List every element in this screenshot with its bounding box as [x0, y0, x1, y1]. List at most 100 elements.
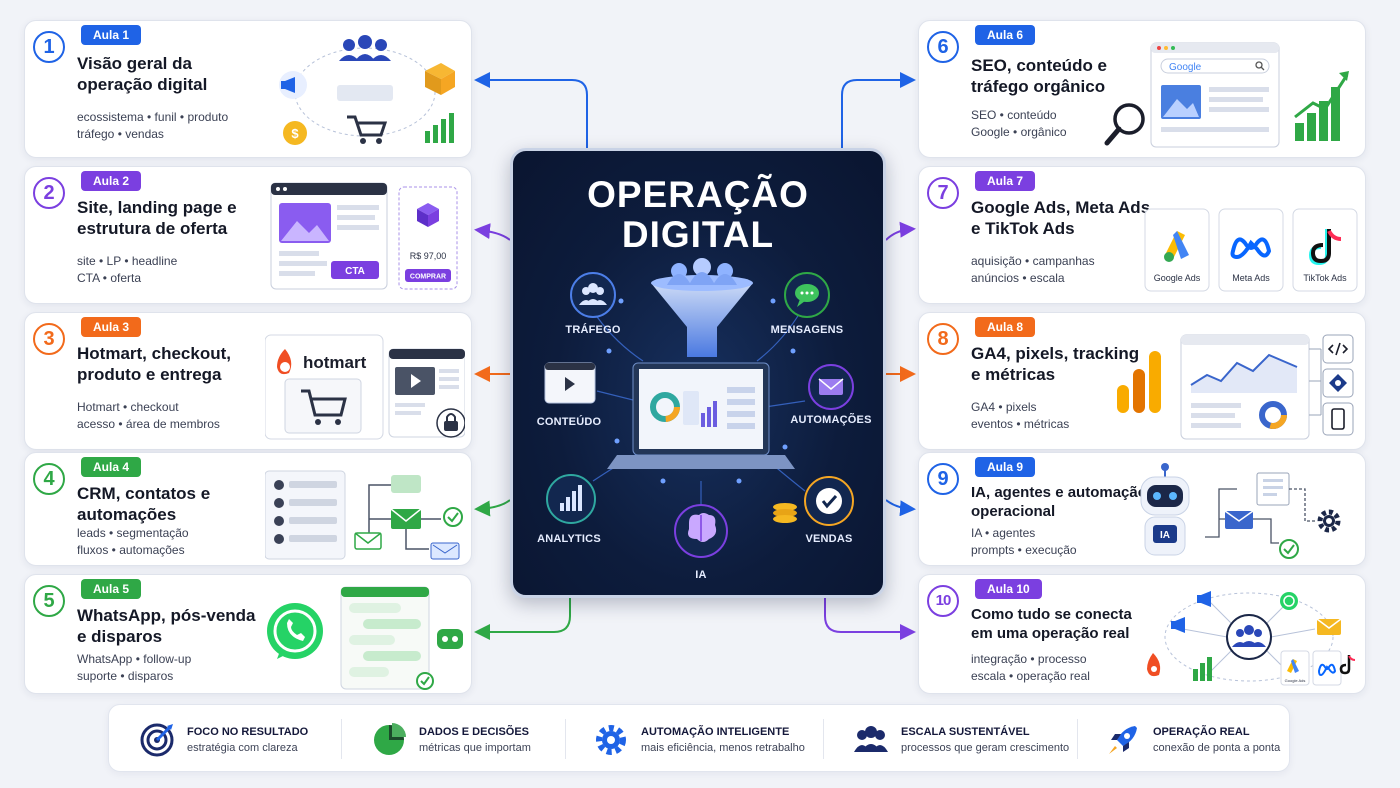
traffic-node-icon — [570, 272, 616, 318]
laptop-dashboard-icon — [607, 362, 795, 469]
hotmart-logo-text: hotmart — [303, 353, 367, 372]
content-node-icon — [544, 362, 596, 404]
lesson-number: 2 — [33, 177, 65, 209]
megaphone-icon — [1197, 591, 1211, 607]
hotmart-flame-icon — [1147, 653, 1161, 677]
pie-chart-icon — [371, 722, 407, 758]
operacao-digital-hub: OPERAÇÃO DIGITAL TRÁFEGO MENSAGENS CONTE… — [510, 148, 886, 598]
lesson-tags: site • LP • headline CTA • oferta — [77, 254, 178, 285]
lesson-number: 4 — [33, 463, 65, 495]
lesson-tags: GA4 • pixels eventos • métricas — [971, 400, 1070, 431]
lesson-card-9[interactable]: 9 Aula 9 IA, agentes e automação operaci… — [918, 452, 1366, 566]
lesson-badge: Aula 3 — [81, 317, 142, 337]
whatsapp-illustration — [265, 581, 465, 691]
checkout-illustration: hotmart — [265, 319, 465, 443]
footer-divider — [565, 719, 566, 759]
lesson-title: GA4, pixels, tracking e métricas — [971, 344, 1140, 384]
lesson-title: Visão geral da operação digital — [77, 54, 208, 94]
buy-label: COMPRAR — [410, 274, 446, 281]
tag-manager-icon — [1322, 368, 1354, 398]
box-icon — [425, 63, 455, 95]
rocket-icon — [1105, 722, 1141, 758]
lesson-card-1[interactable]: 1 Aula 1 Visão geral da operação digital… — [24, 20, 472, 158]
node-label-analytics: ANALYTICS — [537, 533, 601, 545]
donut-chart-icon — [1259, 401, 1287, 429]
funnel-icon — [651, 258, 753, 357]
image-placeholder-icon — [1161, 85, 1201, 119]
team-icon — [853, 722, 889, 758]
tiktok-logo-icon — [1308, 229, 1342, 266]
lesson-card-2[interactable]: 2 Aula 2 Site, landing page e estrutura … — [24, 166, 472, 304]
meta-ads-label: Meta Ads — [1232, 273, 1270, 283]
lesson-title: Hotmart, checkout, produto e entrega — [77, 344, 231, 384]
lesson-card-10[interactable]: 10 Aula 10 Como tudo se conecta em uma o… — [918, 574, 1366, 694]
growth-chart-icon — [425, 113, 454, 143]
cta-label: CTA — [345, 266, 365, 277]
lesson-number: 6 — [927, 31, 959, 63]
lock-icon — [436, 408, 465, 438]
lesson-card-4[interactable]: 4 Aula 4 CRM, contatos e automações lead… — [24, 452, 472, 566]
analytics-dashboard-illustration — [1111, 319, 1359, 443]
team-icon — [339, 35, 391, 61]
ga4-logo-icon — [1117, 351, 1161, 413]
megaphone-icon — [279, 71, 307, 99]
lesson-badge: Aula 1 — [81, 25, 142, 45]
check-icon — [416, 672, 434, 690]
cart-icon — [301, 389, 347, 425]
bot-icon — [437, 629, 463, 649]
footer-divider — [341, 719, 342, 759]
lesson-card-3[interactable]: 3 Aula 3 Hotmart, checkout, produto e en… — [24, 312, 472, 450]
meta-logo-icon — [1230, 237, 1272, 260]
hotmart-flame-icon — [277, 349, 292, 375]
send-icon — [430, 542, 460, 560]
target-icon — [139, 722, 175, 758]
google-ads-mini-label: Google Ads — [1285, 678, 1306, 683]
cart-icon — [347, 115, 388, 144]
footer-divider — [1077, 719, 1078, 759]
email-icon — [1224, 510, 1254, 529]
ai-brain-node-icon — [674, 504, 728, 558]
node-label-vendas: VENDAS — [805, 533, 853, 545]
tiktok-logo-icon — [1339, 655, 1356, 675]
node-label-mensagens: MENSAGENS — [770, 324, 844, 336]
lesson-badge: Aula 8 — [975, 317, 1036, 337]
node-label-ia: IA — [695, 569, 707, 581]
contact-icon — [274, 498, 337, 508]
lesson-number: 8 — [927, 323, 959, 355]
ecosystem-illustration: $ — [265, 27, 465, 151]
email-icon — [354, 532, 382, 550]
lesson-card-5[interactable]: 5 Aula 5 WhatsApp, pós-venda e disparos … — [24, 574, 472, 694]
price-label: R$ 97,00 — [410, 251, 447, 261]
lesson-badge: Aula 6 — [975, 25, 1036, 45]
robot-icon: IA — [1140, 463, 1190, 556]
image-placeholder-icon — [279, 203, 331, 243]
crm-flow-illustration — [265, 459, 465, 563]
footer-values-bar: FOCO NO RESULTADO estratégia com clareza… — [108, 704, 1290, 772]
node-label-trafego: TRÁFEGO — [565, 324, 621, 336]
lesson-card-7[interactable]: 7 Aula 7 Google Ads, Meta Ads e TikTok A… — [918, 166, 1366, 304]
lesson-tags: Hotmart • checkout acesso • área de memb… — [77, 400, 220, 431]
lesson-tags: IA • agentes prompts • execução — [971, 526, 1077, 557]
lesson-title: Site, landing page e estrutura de oferta — [77, 198, 237, 238]
document-icon — [1256, 472, 1290, 506]
lesson-card-6[interactable]: 6 Aula 6 SEO, conteúdo e tráfego orgânic… — [918, 20, 1366, 158]
tiktok-ads-label: TikTok Ads — [1303, 273, 1347, 283]
growth-chart-icon — [1294, 71, 1349, 141]
svg-text:$: $ — [291, 126, 299, 141]
lesson-badge: Aula 7 — [975, 171, 1036, 191]
google-ads-logo-icon — [1164, 231, 1189, 262]
google-logo-text: Google — [1169, 62, 1202, 73]
google-ads-label: Google Ads — [1154, 273, 1201, 283]
lesson-badge: Aula 10 — [975, 579, 1042, 599]
check-icon — [443, 507, 463, 527]
lesson-tags: WhatsApp • follow-up suporte • disparos — [77, 652, 192, 683]
lesson-badge: Aula 2 — [81, 171, 142, 191]
landing-page-illustration: CTA R$ 97,00 COMPRAR — [265, 173, 465, 297]
lesson-card-8[interactable]: 8 Aula 8 GA4, pixels, tracking e métrica… — [918, 312, 1366, 450]
lesson-tags: leads • segmentação fluxos • automações — [77, 526, 189, 557]
lesson-badge: Aula 4 — [81, 457, 142, 477]
lesson-tags: aquisição • campanhas anúncios • escala — [971, 254, 1095, 285]
lesson-number: 10 — [927, 585, 959, 617]
hub-title: OPERAÇÃO DIGITAL — [587, 174, 809, 255]
